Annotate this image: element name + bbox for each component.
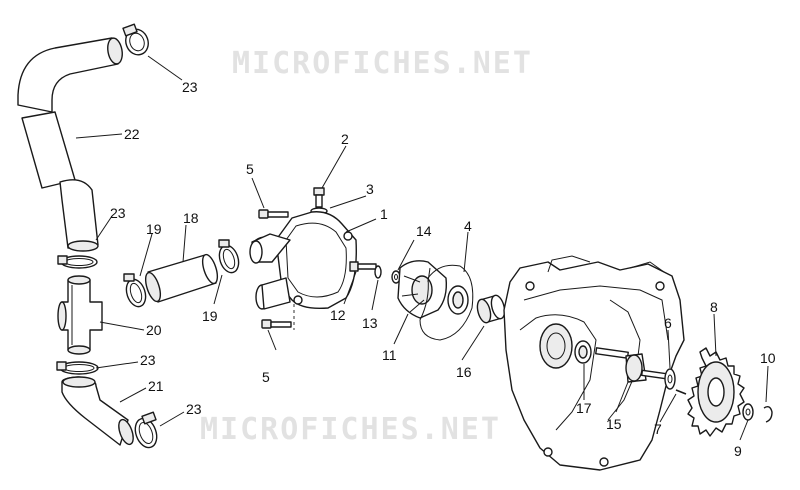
bolt-12 — [349, 261, 377, 272]
t-junction-20 — [57, 275, 103, 355]
pin-7 — [675, 389, 687, 395]
hose-clamp-19-left — [123, 273, 147, 308]
callout-5-lower: 5 — [262, 369, 270, 385]
callout-20: 20 — [146, 322, 162, 338]
callout-3: 3 — [366, 181, 374, 197]
bearing-17 — [574, 340, 592, 364]
pump-cover-1 — [249, 211, 357, 310]
callout-16: 16 — [456, 364, 472, 380]
callout-7: 7 — [654, 421, 662, 437]
callout-23-upper-mid: 23 — [110, 205, 126, 221]
callout-6: 6 — [664, 315, 672, 331]
callout-10: 10 — [760, 350, 776, 366]
pump-shaft-15 — [595, 347, 667, 383]
leader-lines — [75, 55, 769, 441]
callout-17: 17 — [576, 400, 592, 416]
callout-23-bottom: 23 — [186, 401, 202, 417]
hose-clamp-23-lower-mid — [56, 361, 99, 375]
hose-18 — [144, 253, 219, 303]
callout-23-top: 23 — [182, 79, 198, 95]
bolt-5-upper — [258, 209, 289, 219]
hose-clamp-23-top — [122, 23, 149, 56]
callout-19-left: 19 — [146, 221, 162, 237]
callout-14: 14 — [416, 223, 432, 239]
callout-2: 2 — [341, 131, 349, 147]
seal-ring — [447, 285, 469, 315]
upper-hose-22 — [17, 37, 123, 252]
pump-gear-8 — [687, 347, 745, 437]
callout-18: 18 — [183, 210, 199, 226]
hose-clamp-23-upper-mid — [57, 255, 98, 269]
bolt-5-lower — [261, 319, 292, 329]
lower-hose-21 — [61, 376, 134, 446]
callout-11: 11 — [382, 347, 397, 363]
callout-13: 13 — [362, 315, 378, 331]
callout-4: 4 — [464, 218, 472, 234]
callout-15: 15 — [606, 416, 622, 432]
callout-21: 21 — [148, 378, 164, 394]
callout-19-right: 19 — [202, 308, 218, 324]
washer-6 — [664, 368, 676, 390]
callout-23-lower-mid: 23 — [140, 352, 156, 368]
watermark-bottom: MICROFICHES.NET — [200, 412, 501, 447]
callout-9: 9 — [734, 443, 742, 459]
washer-9 — [742, 403, 754, 421]
callout-5-upper: 5 — [246, 161, 254, 177]
callout-22: 22 — [124, 126, 140, 142]
hose-clamp-19-right — [218, 239, 240, 274]
callout-1: 1 — [380, 206, 388, 222]
crankcase-housing — [503, 255, 685, 471]
hose-clamp-23-bottom — [134, 411, 158, 449]
callout-8: 8 — [710, 299, 718, 315]
washer-13 — [374, 265, 382, 279]
impeller-11 — [397, 260, 448, 319]
circlip-10 — [763, 405, 773, 423]
watermark-top: MICROFICHES.NET — [232, 46, 533, 81]
bolt-2 — [313, 187, 325, 208]
callout-12: 12 — [330, 307, 346, 323]
mechanical-seal-16 — [476, 294, 506, 324]
o-ring-4 — [419, 264, 474, 341]
